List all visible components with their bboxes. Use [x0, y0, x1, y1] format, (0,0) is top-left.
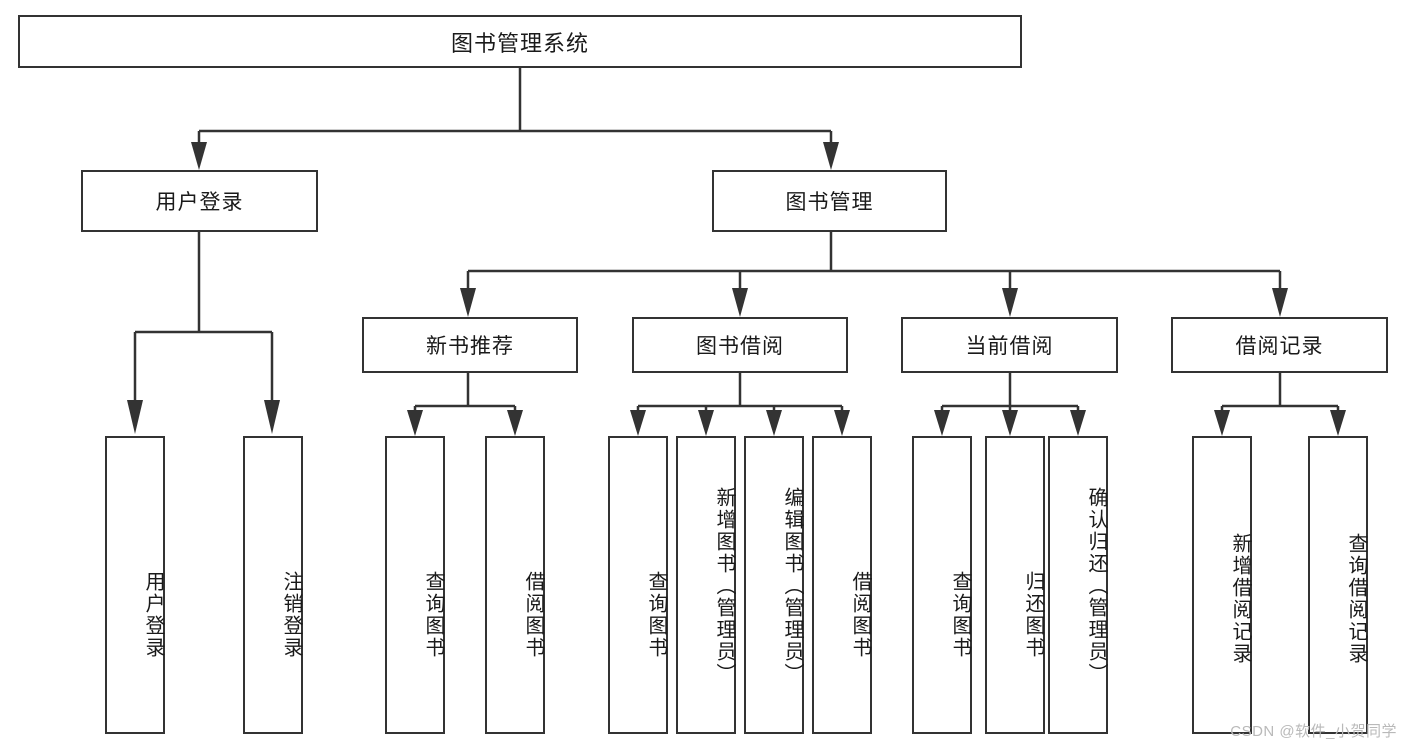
node-label: 确认归还（管理员） [1085, 487, 1107, 685]
node-borrow-record[interactable]: 借阅记录 [1171, 317, 1388, 373]
node-label: 图书借阅 [696, 335, 784, 358]
node-label: 查询图书 [949, 571, 971, 659]
node-label: 查询图书 [645, 571, 667, 659]
node-leaf-add-book[interactable]: 新增图书（管理员） [676, 436, 736, 734]
node-leaf-add-record[interactable]: 新增借阅记录 [1192, 436, 1252, 734]
node-label: 图书管理系统 [450, 30, 589, 56]
node-leaf-return-book[interactable]: 归还图书 [985, 436, 1045, 734]
node-leaf-confirm-return[interactable]: 确认归还（管理员） [1048, 436, 1108, 734]
node-label: 新增图书（管理员） [713, 487, 735, 685]
watermark-text: CSDN @软件_小贺同学 [1230, 723, 1397, 740]
node-new-book-recommend[interactable]: 新书推荐 [362, 317, 578, 373]
node-leaf-query-record[interactable]: 查询借阅记录 [1308, 436, 1368, 734]
node-label: 借阅图书 [849, 571, 871, 659]
node-leaf-query-book-3[interactable]: 查询图书 [912, 436, 972, 734]
node-label: 用户登录 [155, 191, 244, 214]
node-leaf-logout-login[interactable]: 注销登录 [243, 436, 303, 734]
node-label: 编辑图书（管理员） [781, 487, 803, 685]
node-label: 查询图书 [422, 571, 444, 659]
node-label: 借阅图书 [522, 571, 544, 659]
node-book-management[interactable]: 图书管理 [712, 170, 947, 232]
node-label: 用户登录 [142, 571, 164, 659]
node-root-system[interactable]: 图书管理系统 [18, 15, 1022, 68]
node-leaf-query-book-2[interactable]: 查询图书 [608, 436, 668, 734]
node-current-borrow[interactable]: 当前借阅 [901, 317, 1118, 373]
node-leaf-query-book-1[interactable]: 查询图书 [385, 436, 445, 734]
node-label: 借阅记录 [1235, 335, 1324, 358]
node-label: 注销登录 [280, 571, 302, 659]
node-user-login[interactable]: 用户登录 [81, 170, 318, 232]
node-book-borrow[interactable]: 图书借阅 [632, 317, 848, 373]
node-label: 当前借阅 [965, 335, 1054, 358]
node-leaf-borrow-book-1[interactable]: 借阅图书 [485, 436, 545, 734]
node-leaf-borrow-book-2[interactable]: 借阅图书 [812, 436, 872, 734]
node-label: 新增借阅记录 [1229, 533, 1251, 665]
node-leaf-edit-book[interactable]: 编辑图书（管理员） [744, 436, 804, 734]
node-label: 图书管理 [785, 191, 874, 214]
node-label: 查询借阅记录 [1345, 533, 1367, 665]
node-label: 归还图书 [1022, 571, 1044, 659]
node-leaf-user-login[interactable]: 用户登录 [105, 436, 165, 734]
node-label: 新书推荐 [426, 335, 514, 358]
